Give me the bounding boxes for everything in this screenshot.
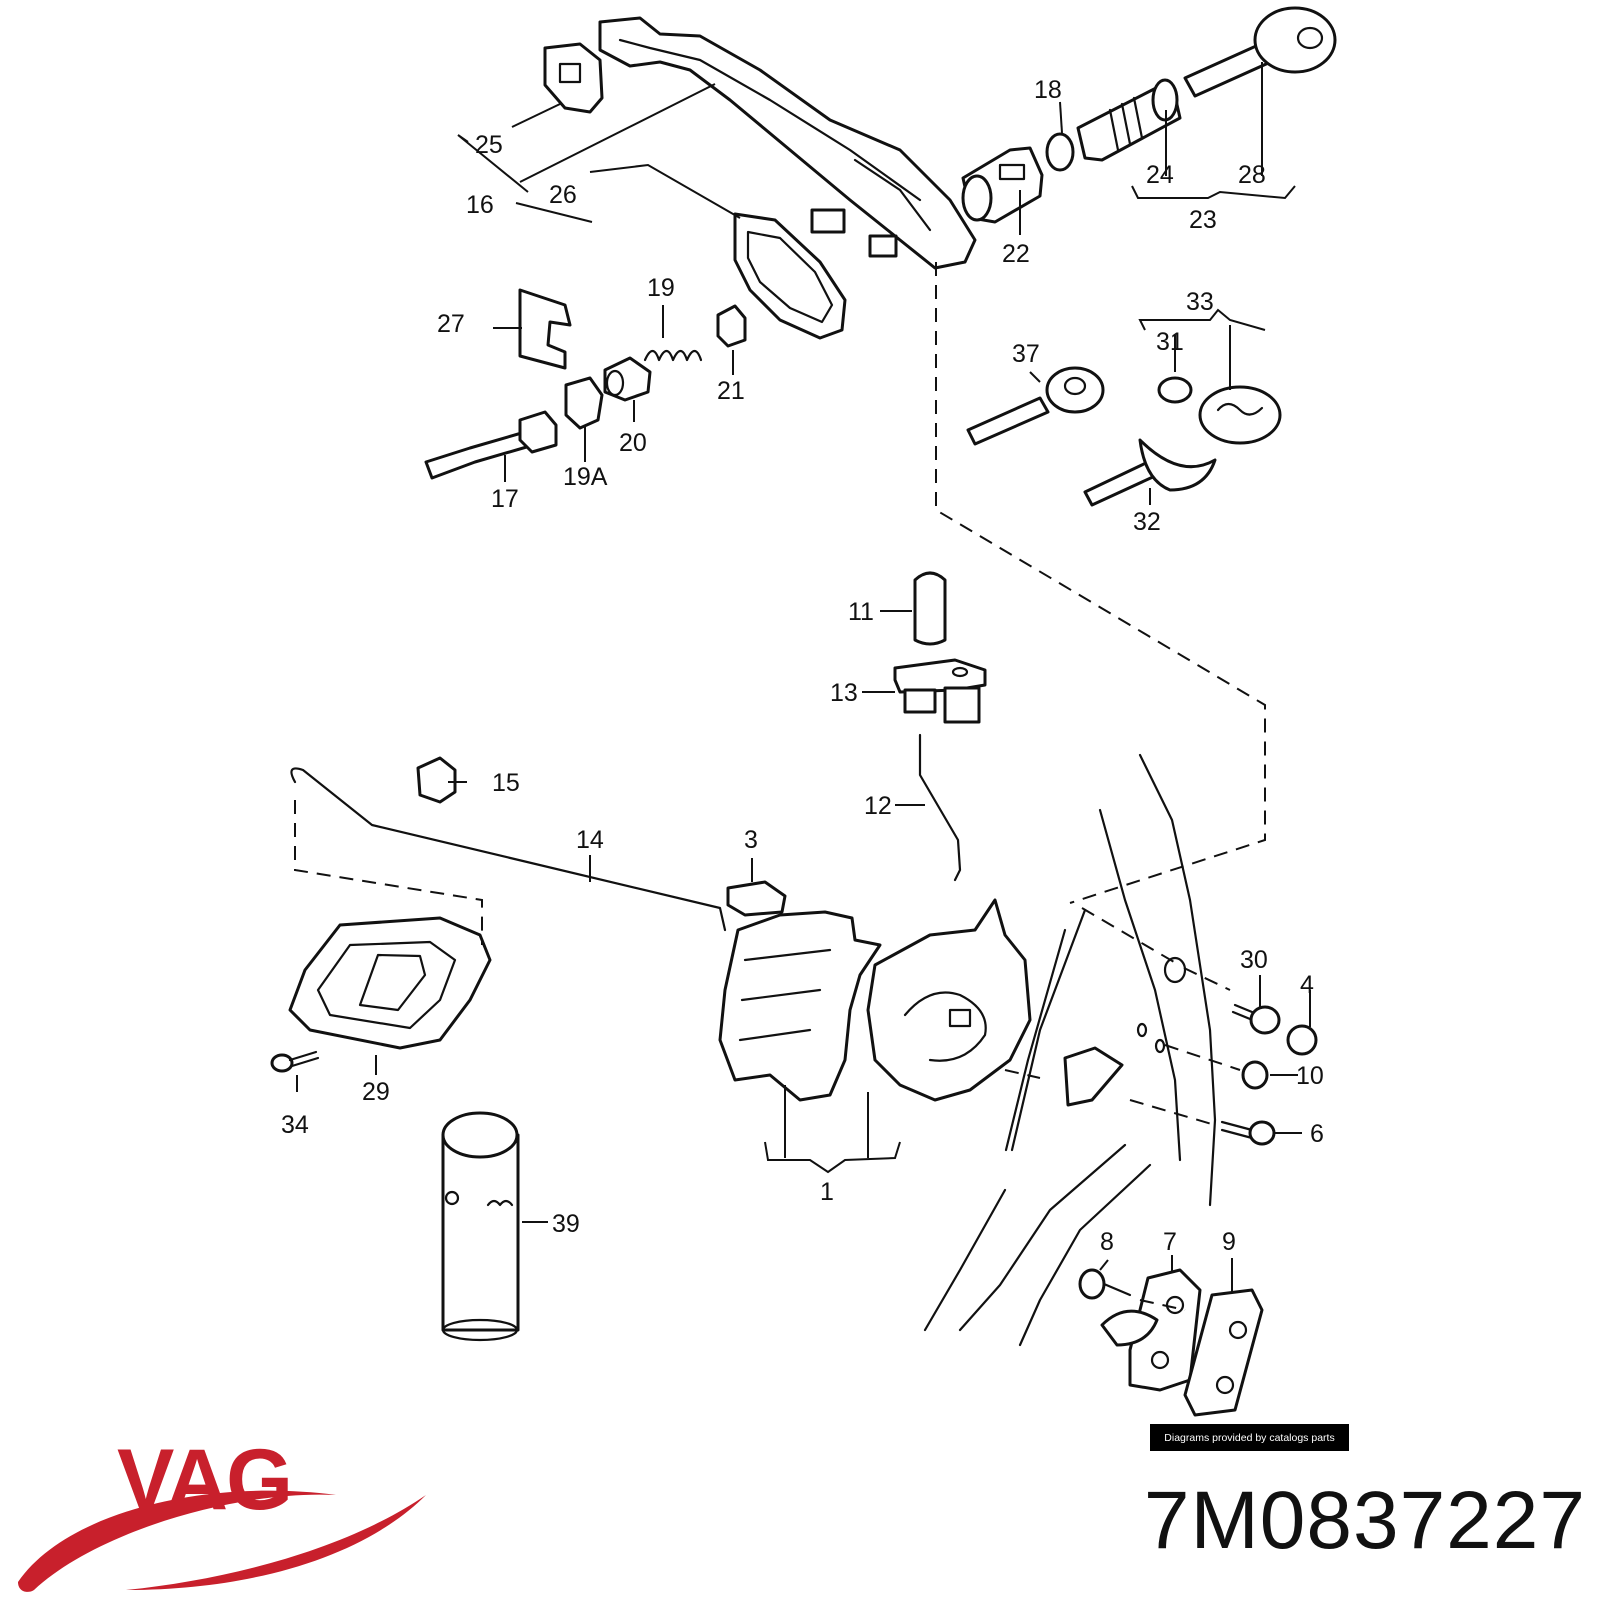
assembly-lines xyxy=(294,262,1266,1311)
lock-cylinder-part-24 xyxy=(1076,78,1182,162)
screw-part-6 xyxy=(1220,1120,1276,1146)
cam-part-19A xyxy=(564,376,604,430)
label-32: 32 xyxy=(1133,508,1161,536)
label-15: 15 xyxy=(492,769,520,797)
label-28: 28 xyxy=(1238,161,1266,189)
bolt-part-8 xyxy=(1078,1268,1132,1300)
label-19A: 19A xyxy=(563,463,608,491)
label-4: 4 xyxy=(1300,971,1314,999)
label-7: 7 xyxy=(1163,1228,1177,1256)
clip-part-15 xyxy=(416,756,457,804)
cap-part-31 xyxy=(1157,376,1193,404)
spring-part-19 xyxy=(643,349,703,362)
label-26: 26 xyxy=(549,181,577,209)
grommet-part-25 xyxy=(543,42,604,114)
nut-part-4 xyxy=(1286,1024,1318,1056)
lock-assembly-part-1 xyxy=(718,898,1032,1102)
shaft-part-17 xyxy=(424,410,558,480)
cable-part-14 xyxy=(290,767,727,932)
label-31: 31 xyxy=(1156,328,1184,356)
screw-part-34 xyxy=(270,1050,320,1073)
brand-swoosh-icon xyxy=(18,1490,426,1592)
inner-handle-part-29 xyxy=(288,916,492,1050)
tube-part-39 xyxy=(441,1111,520,1342)
label-30: 30 xyxy=(1240,946,1268,974)
label-14: 14 xyxy=(576,826,604,854)
label-19: 19 xyxy=(647,274,675,302)
label-27: 27 xyxy=(437,310,465,338)
leader-lines xyxy=(296,62,1311,1292)
lock-housing-part-22 xyxy=(961,146,1044,224)
label-1: 1 xyxy=(820,1178,834,1206)
key-blank-part-37 xyxy=(966,366,1105,446)
cap-part-21 xyxy=(716,304,747,348)
label-39: 39 xyxy=(552,1210,580,1238)
label-23: 23 xyxy=(1189,206,1217,234)
bushing-part-10 xyxy=(1241,1060,1269,1090)
credit-badge: Diagrams provided by catalogs parts xyxy=(1150,1424,1349,1451)
label-34: 34 xyxy=(281,1111,309,1139)
clip-part-27 xyxy=(518,288,572,370)
label-8: 8 xyxy=(1100,1228,1114,1256)
callout-labels: 25 16 26 18 24 28 23 22 27 19 21 20 19A … xyxy=(281,76,1324,1256)
label-6: 6 xyxy=(1310,1120,1324,1148)
rod-part-12 xyxy=(918,733,962,882)
label-29: 29 xyxy=(362,1078,390,1106)
label-22: 22 xyxy=(1002,240,1030,268)
plug-part-3 xyxy=(726,880,787,917)
ring-part-18 xyxy=(1045,132,1075,172)
label-24: 24 xyxy=(1146,161,1174,189)
label-9: 9 xyxy=(1222,1228,1236,1256)
label-20: 20 xyxy=(619,429,647,457)
cap-part-11 xyxy=(913,571,947,646)
label-33: 33 xyxy=(1186,288,1214,316)
door-frame-sketch xyxy=(923,753,1217,1347)
label-25: 25 xyxy=(475,131,503,159)
label-37: 37 xyxy=(1012,340,1040,368)
bushing-part-20 xyxy=(603,356,652,402)
label-13: 13 xyxy=(830,679,858,707)
key-head-part-33 xyxy=(1198,385,1282,445)
holder-part-13 xyxy=(893,658,987,724)
plate-part-9 xyxy=(1183,1288,1264,1417)
striker-part-7 xyxy=(1100,1268,1202,1392)
gasket-part-26 xyxy=(733,212,847,340)
credit-text: Diagrams provided by catalogs parts xyxy=(1164,1431,1335,1444)
label-16: 16 xyxy=(466,191,494,219)
screw-part-30 xyxy=(1231,1003,1281,1035)
label-11: 11 xyxy=(848,598,874,626)
label-18: 18 xyxy=(1034,76,1062,104)
label-17: 17 xyxy=(491,485,519,513)
label-12: 12 xyxy=(864,792,892,820)
door-handle-part xyxy=(598,16,977,270)
label-3: 3 xyxy=(744,826,758,854)
key-part-32 xyxy=(1083,438,1217,507)
brand-logo: VAG xyxy=(117,1432,293,1528)
key-part-28 xyxy=(1183,6,1337,98)
label-21: 21 xyxy=(717,377,745,405)
part-number: 7M0837227 xyxy=(1143,1475,1586,1566)
label-10: 10 xyxy=(1296,1062,1324,1090)
